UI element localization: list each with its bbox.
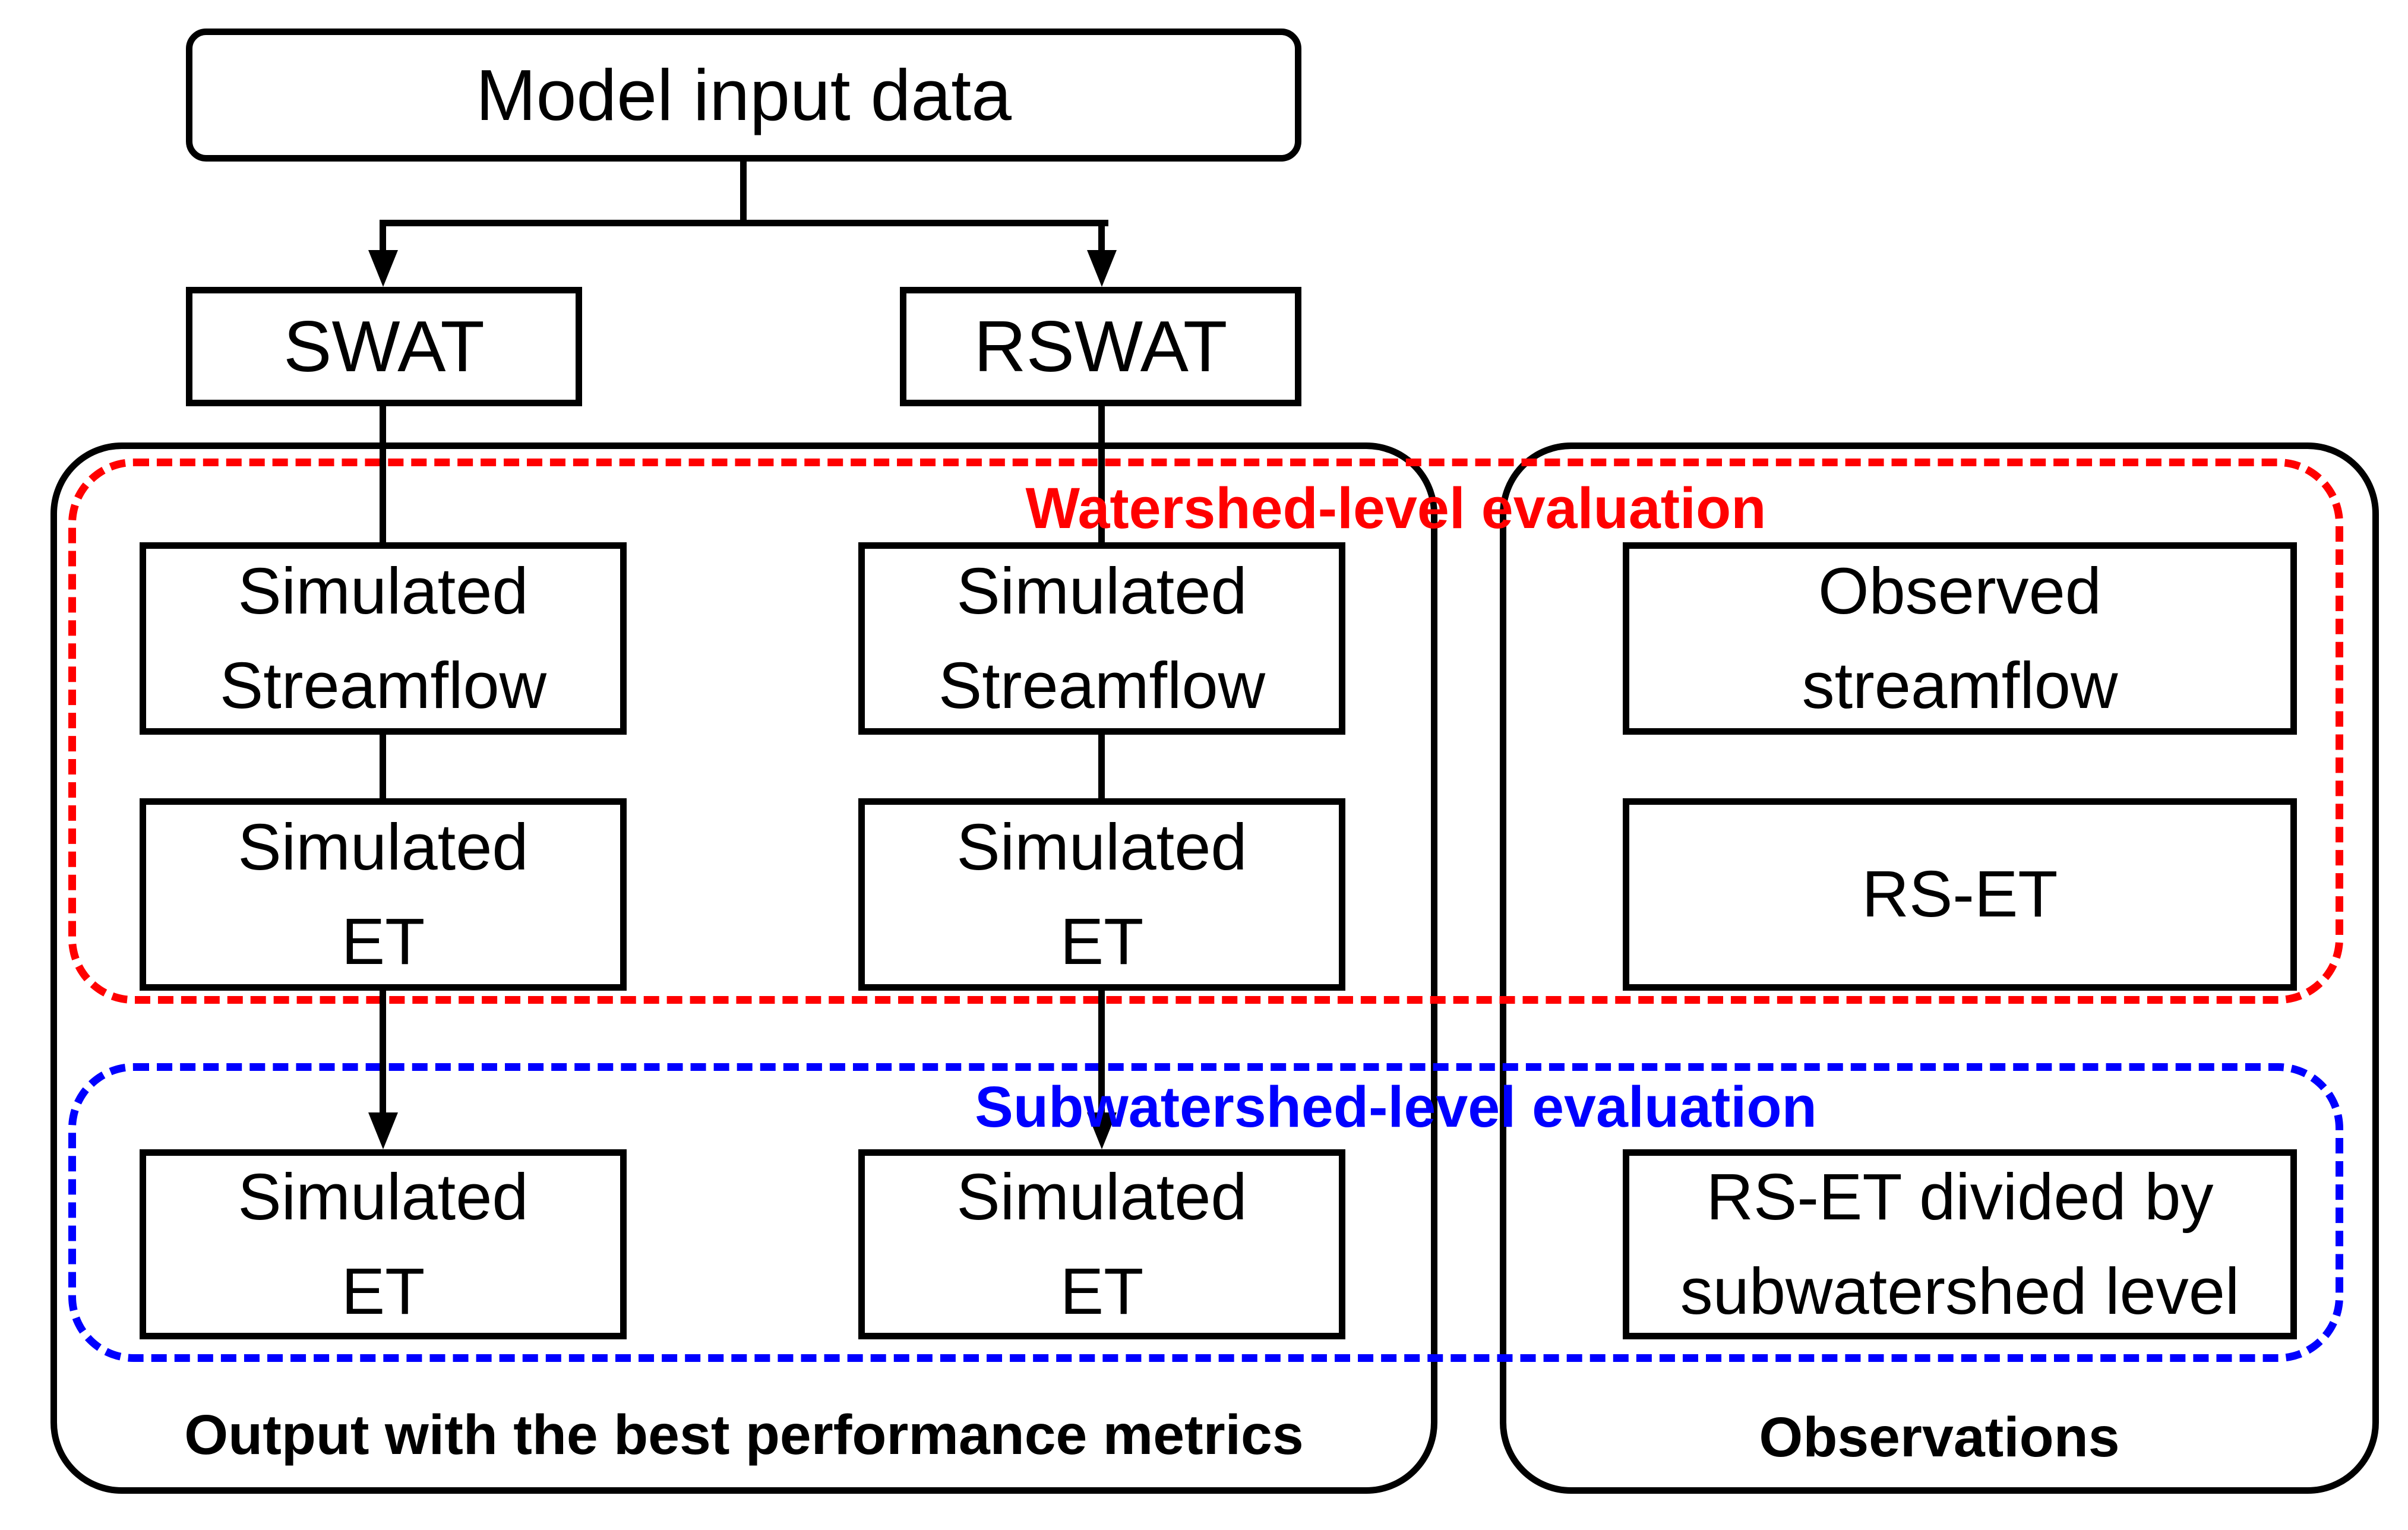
rswat-et-line1: Simulated [956,810,1247,884]
subwatershed-evaluation-region [68,1063,2343,1362]
observations-container [1500,442,2379,1494]
rswat-et-line2: ET [1060,905,1144,978]
outputs-container [50,442,1437,1494]
arrowhead-to-rswat [1087,250,1117,287]
rs-et-divided-box: RS-ET divided by subwatershed level [1623,1149,2297,1339]
rswat-simulated-streamflow-box: Simulated Streamflow [858,542,1345,735]
rswat-simulated-et-box: Simulated ET [858,798,1345,991]
swat-et-line2: ET [341,905,425,978]
observed-streamflow-box: Observed streamflow [1623,542,2297,735]
watershed-evaluation-region [68,459,2343,1004]
observed-streamflow-line2: streamflow [1802,649,2118,722]
arrowhead-to-etsub-rswat [1087,1112,1117,1149]
arrowhead-to-swat [368,250,398,287]
rs-et-divided-line1: RS-ET divided by [1706,1160,2214,1234]
rswat-etsub-line2: ET [1060,1255,1144,1328]
rs-et-divided-line2: subwatershed level [1680,1255,2240,1328]
swat-simulated-et-subwatershed-box: Simulated ET [140,1149,627,1339]
watershed-evaluation-title: Watershed-level evaluation [1025,476,1767,540]
connector-branch-left-stem [380,220,386,258]
connector-streamflow-to-et-rswat [1098,732,1105,801]
model-input-data-label: Model input data [475,54,1012,135]
rswat-simulated-et-subwatershed-box: Simulated ET [858,1149,1345,1339]
observations-footer-label: Observations [1759,1406,2120,1469]
rs-et-line1: RS-ET [1862,858,2058,931]
rswat-streamflow-line1: Simulated [956,554,1247,628]
arrowhead-to-etsub-swat [368,1112,398,1149]
swat-etsub-line2: ET [341,1255,425,1328]
connector-model-down [740,158,747,225]
swat-streamflow-line1: Simulated [238,554,529,628]
connector-et-to-etsub-swat [380,988,386,1117]
subwatershed-evaluation-title: Subwatershed-level evaluation [975,1074,1817,1139]
connector-branch-right-stem [1098,220,1105,258]
connector-swat-to-streamflow [380,404,386,545]
connector-rswat-to-streamflow [1098,404,1105,545]
swat-streamflow-line2: Streamflow [219,649,547,722]
outputs-footer-label: Output with the best performance metrics [184,1403,1304,1466]
swat-simulated-streamflow-box: Simulated Streamflow [140,542,627,735]
rswat-box: RSWAT [900,287,1301,406]
connector-branch-bar [380,220,1108,226]
swat-et-line1: Simulated [238,810,529,884]
rswat-etsub-line1: Simulated [956,1160,1247,1234]
rswat-label: RSWAT [974,306,1228,387]
observed-streamflow-line1: Observed [1818,554,2102,628]
swat-box: SWAT [186,287,582,406]
rs-et-box: RS-ET [1623,798,2297,991]
connector-streamflow-to-et-swat [380,732,386,801]
swat-etsub-line1: Simulated [238,1160,529,1234]
model-input-data-box: Model input data [186,29,1301,162]
swat-simulated-et-box: Simulated ET [140,798,627,991]
rswat-streamflow-line2: Streamflow [938,649,1266,722]
swat-label: SWAT [283,306,485,387]
connector-et-to-etsub-rswat [1098,988,1105,1117]
